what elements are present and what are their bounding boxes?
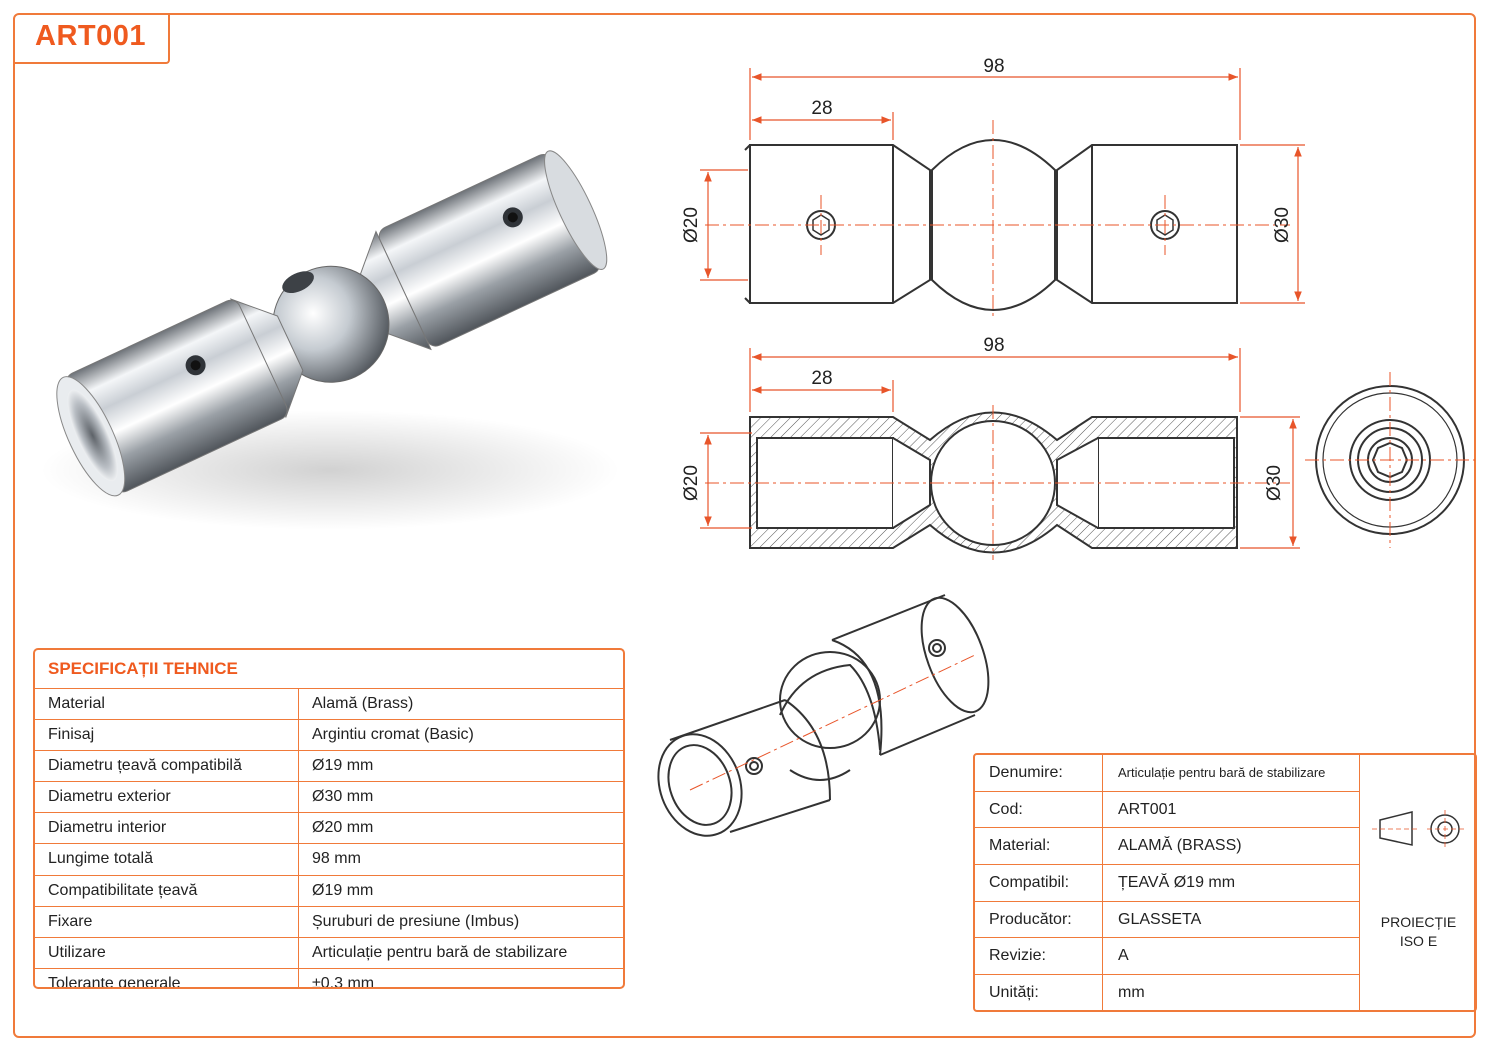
spec-value: Șuruburi de presiune (Imbus) <box>312 912 520 930</box>
tb-value: GLASSETA <box>1118 910 1202 928</box>
spec-row: Toleranțe generale ±0,3 mm <box>35 968 623 989</box>
specs-table: SPECIFICAȚII TEHNICE Material Alamă (Bras… <box>33 648 625 989</box>
spec-value: ±0,3 mm <box>312 974 375 989</box>
title-block-row: Compatibil: ȚEAVĂ Ø19 mm <box>975 865 1359 902</box>
tb-key: Denumire: <box>975 755 1103 791</box>
title-block-row: Revizie: A <box>975 938 1359 976</box>
spec-value: 98 mm <box>312 850 361 868</box>
projection-cell: PROIECȚIE ISO E <box>1360 755 1475 1010</box>
tb-key: Revizie: <box>975 938 1103 975</box>
tb-key: Producător: <box>975 901 1103 938</box>
tb-value: Articulație pentru bară de stabilizare <box>1118 765 1326 780</box>
tb-key: Unități: <box>975 975 1103 1010</box>
projection-line2: ISO E <box>1399 933 1438 949</box>
spec-row: Compatibilitate țeavă Ø19 mm <box>35 875 623 907</box>
projection-symbol-centerlines <box>1372 810 1464 848</box>
product-render <box>40 150 620 530</box>
front-view-dimensions <box>700 68 1305 304</box>
isometric-centerlines <box>689 654 976 791</box>
title-block: Denumire: Articulație pentru bară de stab… <box>973 753 1477 1012</box>
front-view-centerlines <box>705 120 1290 320</box>
spec-key: Diametru țeavă compatibilă <box>35 751 299 782</box>
spec-row: Lungime totală 98 mm <box>35 844 623 876</box>
specs-heading: SPECIFICAȚII TEHNICE <box>35 650 623 689</box>
tb-value: mm <box>1118 984 1145 1002</box>
spec-key: Toleranțe generale <box>35 968 299 987</box>
dim-inner-dia-2: Ø20 <box>681 465 702 501</box>
spec-value: Ø19 mm <box>312 757 374 775</box>
spec-value: Ø30 mm <box>312 788 374 806</box>
isometric-view <box>657 594 990 837</box>
title-box <box>13 13 170 64</box>
title-block-row: Producător: GLASSETA <box>975 901 1359 939</box>
spec-key: Material <box>35 689 299 720</box>
drawing-title: ART001 <box>35 20 146 52</box>
spec-value: Articulație pentru bară de stabilizare <box>312 943 568 961</box>
title-block-rows: Denumire: Articulație pentru bară de stab… <box>975 755 1360 1010</box>
dim-total-length-1: 98 <box>983 56 1004 77</box>
spec-value: Alamă (Brass) <box>312 695 414 712</box>
end-view-centerlines <box>1305 372 1475 548</box>
spec-row: Diametru țeavă compatibilă Ø19 mm <box>35 751 623 783</box>
title-block-row: Material: ALAMĂ (BRASS) <box>975 828 1359 866</box>
spec-key: Compatibilitate țeavă <box>35 875 299 906</box>
tb-value: ȚEAVĂ Ø19 mm <box>1118 874 1236 892</box>
spec-key: Diametru interior <box>35 813 299 844</box>
dim-total-length-2: 98 <box>983 335 1004 356</box>
dim-outer-dia-1: Ø30 <box>1272 207 1293 243</box>
dim-inner-dia-1: Ø20 <box>681 207 702 243</box>
spec-row: Fixare Șuruburi de presiune (Imbus) <box>35 906 623 938</box>
spec-row: Finisaj Argintiu cromat (Basic) <box>35 720 623 752</box>
title-block-row: Denumire: Articulație pentru bară de stab… <box>975 755 1359 792</box>
spec-row: Utilizare Articulație pentru bară de stab… <box>35 937 623 969</box>
dim-sleeve-length-2: 28 <box>811 368 832 389</box>
dim-sleeve-length-1: 28 <box>811 98 832 119</box>
spec-value: Ø19 mm <box>312 881 374 899</box>
spec-row: Diametru exterior Ø30 mm <box>35 782 623 814</box>
spec-row: Diametru interior Ø20 mm <box>35 813 623 845</box>
tb-key: Cod: <box>975 791 1103 828</box>
dim-outer-dia-2: Ø30 <box>1264 465 1285 501</box>
tb-key: Material: <box>975 828 1103 865</box>
section-view-centerlines <box>705 405 1290 560</box>
projection-line1: PROIECȚIE <box>1380 914 1457 930</box>
spec-key: Utilizare <box>35 937 299 968</box>
drawing-frame <box>13 13 1476 1038</box>
front-view <box>744 139 1238 311</box>
section-view-dimensions <box>700 348 1300 549</box>
tb-value: ART001 <box>1118 800 1177 818</box>
spec-value: Ø20 mm <box>312 819 374 837</box>
spec-key: Lungime totală <box>35 844 299 875</box>
tb-value: A <box>1118 947 1129 965</box>
tb-value: ALAMĂ (BRASS) <box>1118 837 1242 855</box>
tb-key: Compatibil: <box>975 865 1103 901</box>
projection-label: PROIECȚIE ISO E <box>1360 913 1475 951</box>
spec-key: Diametru exterior <box>35 782 299 813</box>
spec-key: Finisaj <box>35 720 299 751</box>
spec-key: Fixare <box>35 906 299 937</box>
title-block-row: Cod: ART001 <box>975 791 1359 829</box>
spec-row: Material Alamă (Brass) <box>35 689 623 721</box>
title-block-row: Unități: mm <box>975 975 1359 1010</box>
spec-value: Argintiu cromat (Basic) <box>312 726 474 744</box>
